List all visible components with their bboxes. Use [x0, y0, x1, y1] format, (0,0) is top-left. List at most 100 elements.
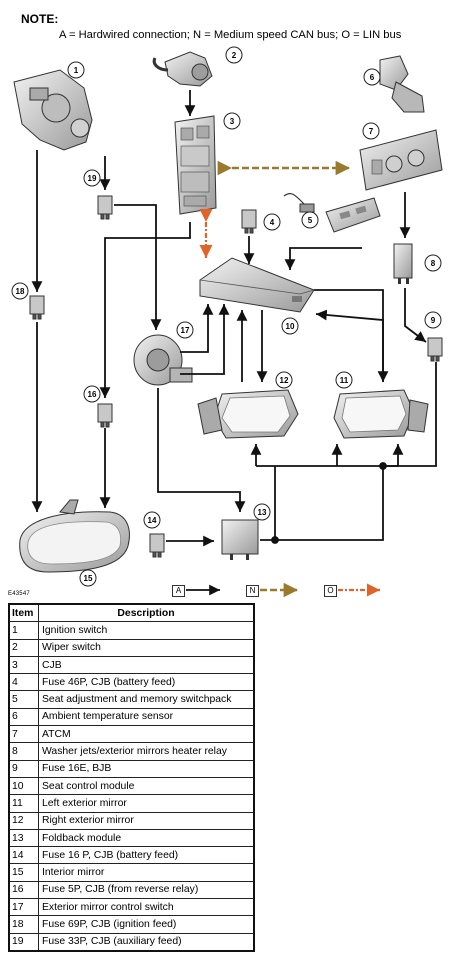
item-number: 14 [8, 846, 39, 865]
callout-18: 18 [11, 282, 29, 300]
callout-number: 11 [340, 376, 349, 385]
mirror-control-switch-illustration [133, 334, 193, 386]
interior-mirror-illustration [19, 499, 130, 573]
item-number: 9 [8, 759, 39, 778]
item-description: Left exterior mirror [38, 794, 255, 813]
callout-12: 12 [275, 371, 293, 389]
item-number: 7 [8, 725, 39, 744]
hardwired-connections [31, 90, 437, 547]
item-number: 1 [8, 621, 39, 640]
item-description: Seat adjustment and memory switchpack [38, 690, 255, 709]
item-number: 11 [8, 794, 39, 813]
relay-illustration [393, 243, 413, 284]
callout-2: 2 [225, 46, 243, 64]
description-column-header: Description [38, 603, 255, 623]
callout-8: 8 [424, 254, 442, 272]
item-number: 2 [8, 638, 39, 657]
item-description: Wiper switch [38, 638, 255, 657]
item-description: Washer jets/exterior mirrors heater rela… [38, 742, 255, 761]
right-exterior-mirror-illustration [197, 389, 299, 439]
atcm-illustration [359, 129, 443, 191]
item-description: ATCM [38, 725, 255, 744]
callout-19: 19 [83, 169, 101, 187]
foldback-module-illustration [221, 519, 259, 560]
left-exterior-mirror-illustration [333, 389, 429, 439]
callout-11: 11 [335, 371, 353, 389]
callout-6: 6 [363, 68, 381, 86]
item-description: Interior mirror [38, 863, 255, 882]
callout-number: 13 [258, 508, 267, 517]
callout-number: 10 [286, 322, 295, 331]
callout-1: 1 [67, 61, 85, 79]
line-type-legend: A N O [0, 577, 457, 603]
item-number: 5 [8, 690, 39, 709]
item-column-header: Item [8, 603, 39, 623]
callout-number: 4 [270, 218, 275, 227]
item-description: Fuse 16 P, CJB (battery feed) [38, 846, 255, 865]
item-number: 13 [8, 828, 39, 848]
callout-number: 12 [280, 376, 289, 385]
figure-id: E43547 [8, 591, 30, 597]
item-description: Foldback module [38, 828, 255, 848]
callout-number: 15 [84, 574, 93, 583]
item-description: CJB [38, 655, 255, 675]
legend-n-label: N [246, 585, 259, 597]
item-number: 3 [8, 655, 39, 675]
callout-17: 17 [176, 321, 194, 339]
item-number: 16 [8, 880, 39, 900]
callout-number: 17 [181, 326, 190, 335]
item-number: 17 [8, 898, 39, 917]
item-number: 10 [8, 776, 39, 796]
fuse-illustrations [29, 195, 443, 558]
item-number: 6 [8, 707, 39, 727]
callout-number: 6 [370, 73, 375, 82]
callout-15: 15 [79, 569, 97, 587]
callout-5: 5 [301, 211, 319, 229]
callout-10: 10 [281, 317, 299, 335]
callout-number: 5 [308, 216, 313, 225]
item-number: 8 [8, 742, 39, 761]
seat-control-module-illustration [199, 257, 315, 313]
callout-16: 16 [83, 385, 101, 403]
item-number: 19 [8, 932, 39, 952]
callout-number: 7 [369, 127, 374, 136]
note-text: A = Hardwired connection; N = Medium spe… [59, 29, 402, 41]
callout-number: 3 [230, 117, 235, 126]
item-number: 18 [8, 915, 39, 934]
item-number: 12 [8, 811, 39, 830]
seat-switchpack-illustration [283, 193, 381, 233]
callout-13: 13 [253, 503, 271, 521]
item-description: Right exterior mirror [38, 811, 255, 830]
callout-number: 19 [88, 174, 97, 183]
item-description: Fuse 46P, CJB (battery feed) [38, 673, 255, 692]
item-description: Fuse 16E, BJB [38, 759, 255, 778]
legend-a-label: A [172, 585, 185, 597]
item-description: Fuse 69P, CJB (ignition feed) [38, 915, 255, 934]
callout-4: 4 [263, 213, 281, 231]
item-description: Exterior mirror control switch [38, 898, 255, 917]
wiper-switch-illustration [152, 51, 213, 87]
callout-number: 8 [431, 259, 436, 268]
legend-o-label: O [324, 585, 337, 597]
callout-number: 16 [88, 390, 97, 399]
item-number: 15 [8, 863, 39, 882]
ignition-switch-illustration [13, 69, 93, 151]
